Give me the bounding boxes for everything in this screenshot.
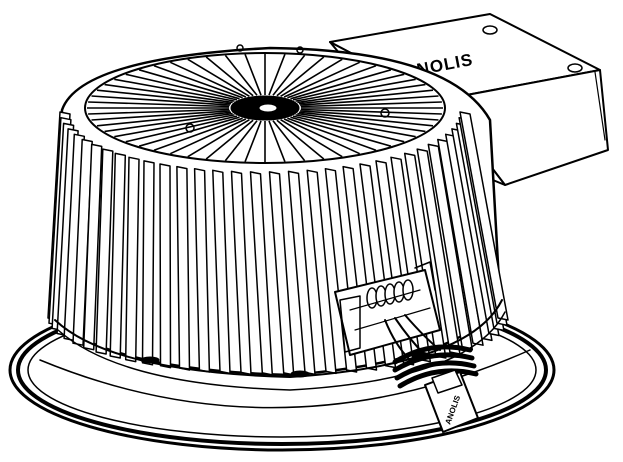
vertical-fin bbox=[72, 138, 93, 346]
radial-fin bbox=[114, 114, 235, 138]
radial-fin bbox=[169, 118, 247, 155]
radial-fin bbox=[298, 89, 434, 105]
radial-fin bbox=[300, 101, 442, 108]
radial-fin bbox=[153, 117, 243, 151]
radial-fin bbox=[153, 65, 243, 99]
vertical-fin bbox=[109, 152, 127, 359]
radial-fin bbox=[287, 65, 377, 99]
radial-fin bbox=[283, 118, 361, 155]
radial-fin bbox=[244, 120, 262, 162]
radial-fin bbox=[205, 119, 254, 160]
connector-ribs bbox=[392, 344, 479, 389]
vertical-fin bbox=[124, 156, 140, 363]
radial-fins bbox=[87, 54, 443, 162]
radial-fin bbox=[169, 61, 247, 98]
radial-fin bbox=[298, 111, 434, 127]
vertical-fin bbox=[82, 143, 103, 351]
radial-fin bbox=[88, 101, 230, 108]
radial-fin bbox=[297, 112, 426, 133]
radial-fin bbox=[283, 61, 361, 98]
connector-plug: ANOLIS bbox=[392, 344, 479, 433]
radial-fin bbox=[125, 73, 238, 101]
radial-fin bbox=[224, 120, 258, 162]
radial-fin bbox=[104, 112, 233, 133]
radial-fin bbox=[268, 120, 286, 162]
radial-fin bbox=[280, 119, 343, 158]
radial-fin bbox=[300, 108, 442, 115]
radial-fin bbox=[205, 56, 254, 97]
radial-fin bbox=[268, 54, 286, 96]
radial-fin bbox=[300, 95, 439, 106]
radial-fin bbox=[96, 89, 232, 105]
spring-coil bbox=[366, 279, 414, 309]
radial-fin bbox=[125, 115, 238, 143]
vertical-fin bbox=[159, 163, 172, 369]
radial-fin bbox=[96, 111, 232, 127]
radial-fin bbox=[300, 110, 439, 121]
radial-fin bbox=[244, 54, 262, 96]
radial-fin bbox=[297, 83, 426, 104]
radial-fin bbox=[88, 108, 230, 115]
radial-fin bbox=[295, 114, 416, 138]
radial-fin bbox=[104, 83, 233, 104]
vertical-fin bbox=[176, 165, 191, 371]
vertical-fin bbox=[459, 111, 509, 321]
heatsink bbox=[47, 44, 509, 391]
radial-fin bbox=[272, 54, 306, 96]
radial-fin bbox=[138, 69, 240, 100]
radial-fin bbox=[187, 119, 250, 158]
radial-fin bbox=[292, 73, 405, 101]
vertical-fin bbox=[249, 171, 274, 376]
vertical-fin bbox=[437, 138, 484, 346]
radial-fin bbox=[290, 69, 392, 100]
radial-fin bbox=[272, 120, 306, 162]
radial-fin bbox=[91, 95, 230, 106]
radial-fin bbox=[187, 58, 250, 97]
radial-fin bbox=[290, 116, 392, 147]
vertical-fin bbox=[141, 160, 155, 366]
radial-fin bbox=[91, 110, 230, 121]
radial-fin bbox=[276, 56, 325, 97]
radial-fin bbox=[295, 78, 416, 102]
terminal-block bbox=[334, 261, 441, 361]
radial-fin bbox=[114, 78, 235, 102]
vertical-fin bbox=[95, 148, 114, 355]
radial-fin bbox=[292, 115, 405, 143]
radial-fin bbox=[276, 119, 325, 160]
radial-fin bbox=[287, 117, 377, 151]
vertical-fins bbox=[47, 111, 509, 376]
radial-fin bbox=[224, 54, 258, 96]
radial-fin bbox=[280, 58, 343, 97]
